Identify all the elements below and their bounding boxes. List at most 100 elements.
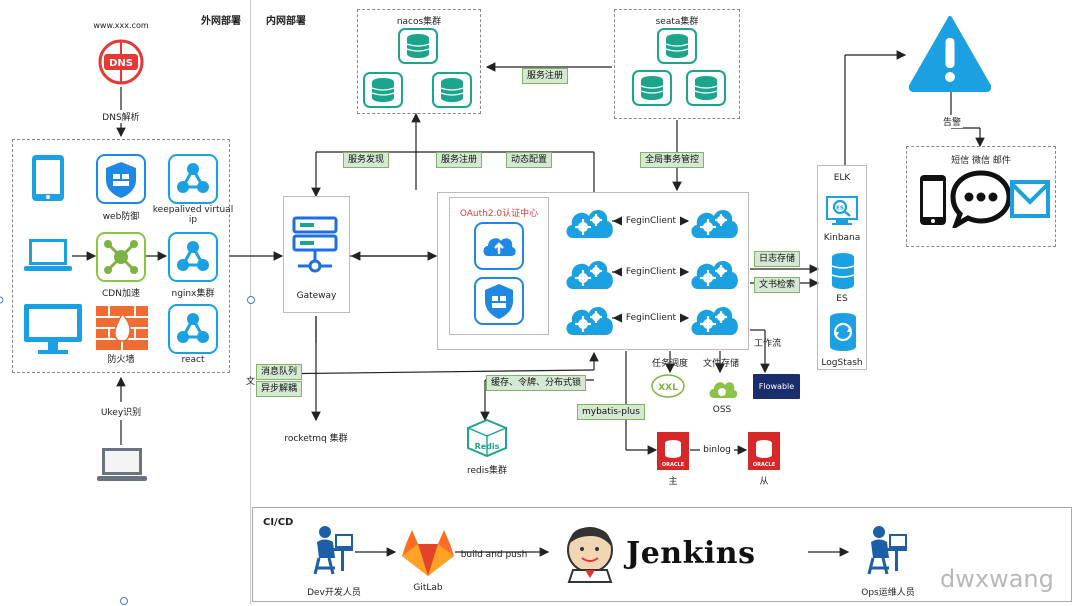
ukey-label: Ukey识别	[97, 405, 145, 418]
oracle-icon: ORACLE	[748, 432, 780, 470]
tag-service-register-top: 服务注册	[522, 68, 569, 84]
redis-label: redis集群	[467, 466, 507, 476]
outer-client-group	[12, 139, 230, 373]
watermark: dwxwang	[940, 565, 1054, 593]
cdn-node-icon	[96, 232, 146, 282]
logstash-icon	[830, 313, 856, 351]
search-icon: ES	[826, 196, 858, 225]
outer-zone-title: 外网部署	[201, 16, 241, 27]
xxl-icon: XXL	[651, 374, 685, 398]
database-icon	[363, 72, 403, 108]
stray-char: 文	[246, 377, 256, 387]
es-search-text: ES	[836, 206, 844, 212]
seata-title: seata集群	[655, 17, 699, 27]
elk-box	[817, 165, 867, 370]
feign-label: FeginClient	[622, 313, 680, 323]
jenkins-logo-icon	[567, 527, 613, 583]
cloud-gear-icon	[690, 259, 739, 291]
web-shield-icon	[474, 277, 524, 325]
oracle-icon-text: ORACLE	[753, 462, 776, 468]
share-icon	[168, 154, 218, 204]
oracle-icon: ORACLE	[657, 432, 689, 470]
database-icon	[657, 28, 697, 64]
build-push-label: build and push	[460, 550, 528, 560]
developer-icon	[313, 526, 353, 575]
tag-async-decouple: 异步解耦	[256, 381, 303, 397]
database-icon	[398, 28, 438, 64]
firewall-icon	[96, 306, 148, 350]
nacos-title: nacos集群	[396, 17, 442, 27]
alarm-label: 告警	[941, 115, 963, 128]
cdn-label: CDN加速	[102, 289, 140, 299]
tag-mybatis: mybatis-plus	[577, 404, 645, 420]
jenkins-label: Jenkins	[626, 536, 756, 571]
share-icon	[168, 232, 218, 282]
developer-icon	[867, 526, 907, 575]
mail-icon	[1010, 180, 1050, 218]
gitlab-fox-icon	[402, 530, 454, 576]
dev-label: Dev开发人员	[307, 588, 361, 598]
nacos-cluster	[357, 9, 481, 114]
dns-icon: DNS	[98, 39, 144, 85]
domain-label: www.xxx.com	[93, 21, 149, 30]
xxl-text: XXL	[658, 383, 678, 393]
cloud-gear-icon	[565, 305, 614, 337]
binlog-label: binlog	[700, 445, 734, 455]
oracle-master-label: 主	[668, 477, 678, 487]
dns-icon-text: DNS	[109, 58, 133, 69]
inner-zone-title: 内网部署	[266, 16, 306, 27]
feign-label: FeginClient	[622, 267, 680, 277]
gateway-label: Gateway	[296, 291, 337, 301]
web-shield-icon	[96, 154, 146, 204]
tag-doc-search: 文书检索	[754, 277, 801, 293]
upload-cloud-icon	[474, 222, 524, 270]
oss-label: OSS	[712, 405, 732, 415]
tablet-icon	[32, 155, 64, 201]
notify-title: 短信 微信 邮件	[951, 156, 1011, 166]
database-icon	[432, 72, 472, 108]
tag-service-discover: 服务发现	[343, 152, 390, 168]
elk-title: ELK	[833, 173, 851, 183]
logstash-label: LogStash	[821, 358, 863, 368]
alert-triangle-icon	[908, 16, 992, 92]
tag-global-tx: 全局事务管控	[640, 152, 705, 168]
laptop-icon	[97, 448, 147, 481]
task-schedule-label: 任务调度	[652, 359, 689, 369]
es-database-icon	[831, 253, 855, 289]
nginx-label: nginx集群	[171, 289, 215, 299]
gateway-box	[283, 196, 350, 313]
react-label: react	[181, 355, 205, 365]
rocketmq-label: rocketmq 集群	[284, 434, 348, 444]
web-guard-label: web防御	[102, 212, 140, 222]
redis-icon: Redis	[467, 418, 507, 458]
share-icon	[168, 304, 218, 354]
gitlab-label: GitLab	[413, 583, 443, 593]
es-label: ES	[836, 294, 848, 304]
file-store-label: 文件存储	[703, 359, 740, 369]
ops-label: Ops运维人员	[861, 588, 915, 598]
cloud-gear-icon	[565, 259, 614, 291]
cloud-gear-icon	[565, 208, 614, 240]
oss-cloud-icon	[709, 382, 738, 398]
firewall-label: 防火墙	[107, 355, 135, 365]
tag-cache: 缓存、令牌、分布式锁	[486, 375, 587, 391]
redis-icon-text: Redis	[475, 442, 500, 451]
keepalived-label: keepalived virtual ip	[152, 205, 234, 225]
flowable-text: Flowable	[758, 382, 795, 391]
server-icon	[292, 216, 338, 273]
services-box	[437, 192, 749, 350]
dns-resolve-label: DNS解析	[95, 110, 147, 123]
notify-box	[906, 146, 1056, 247]
monitor-icon	[24, 304, 82, 354]
database-icon	[632, 70, 672, 106]
feign-label: FeginClient	[622, 216, 680, 226]
cicd-box	[252, 507, 1072, 602]
cloud-gear-icon	[690, 208, 739, 240]
database-icon	[686, 70, 726, 106]
oracle-icon-text: ORACLE	[662, 462, 685, 468]
oracle-slave-label: 从	[759, 477, 769, 487]
phone-icon	[920, 175, 946, 225]
oauth-box	[449, 197, 549, 335]
oauth-title: OAuth2.0认证中心	[459, 209, 539, 219]
cloud-gear-icon	[690, 305, 739, 337]
